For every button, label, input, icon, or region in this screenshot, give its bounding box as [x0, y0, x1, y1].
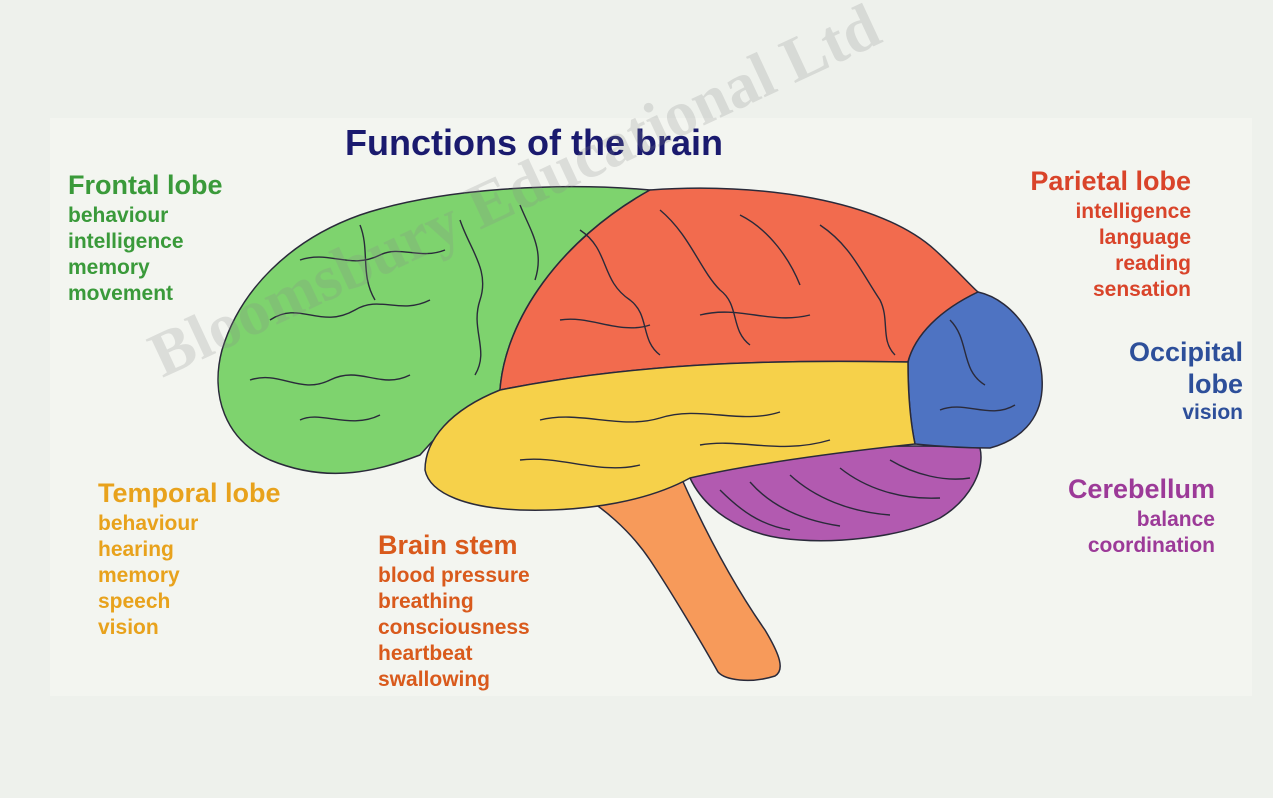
cerebellum-title: Cerebellum	[1068, 476, 1215, 503]
temporal-function: behaviour	[98, 511, 281, 537]
temporal-function: vision	[98, 615, 281, 641]
temporal-lobe-label-group: Temporal lobe behaviour hearing memory s…	[98, 480, 281, 641]
parietal-function: intelligence	[1030, 199, 1191, 225]
temporal-function: speech	[98, 589, 281, 615]
frontal-function: memory	[68, 255, 223, 281]
brainstem-function: consciousness	[378, 615, 530, 641]
brainstem-function: heartbeat	[378, 641, 530, 667]
occipital-title-line: Occipital	[1129, 336, 1243, 368]
parietal-lobe-label-group: Parietal lobe intelligence language read…	[1030, 168, 1191, 303]
frontal-function: behaviour	[68, 203, 223, 229]
occipital-function: vision	[1129, 400, 1243, 426]
temporal-lobe-title: Temporal lobe	[98, 480, 281, 507]
occipital-lobe-label-group: Occipital lobe vision	[1129, 336, 1243, 426]
temporal-function: memory	[98, 563, 281, 589]
cerebellum-function: coordination	[1068, 533, 1215, 559]
occipital-lobe-functions: vision	[1129, 400, 1243, 426]
parietal-function: language	[1030, 225, 1191, 251]
parietal-function: sensation	[1030, 277, 1191, 303]
brainstem-functions: blood pressure breathing consciousness h…	[378, 563, 530, 693]
frontal-lobe-title: Frontal lobe	[68, 172, 223, 199]
parietal-lobe-title: Parietal lobe	[1030, 168, 1191, 195]
occipital-lobe-title: Occipital lobe	[1129, 336, 1243, 400]
cerebellum-label-group: Cerebellum balance coordination	[1068, 476, 1215, 559]
brainstem-function: swallowing	[378, 667, 530, 693]
brainstem-title: Brain stem	[378, 532, 530, 559]
temporal-function: hearing	[98, 537, 281, 563]
parietal-lobe-functions: intelligence language reading sensation	[1030, 199, 1191, 303]
occipital-title-line: lobe	[1129, 368, 1243, 400]
cerebellum-function: balance	[1068, 507, 1215, 533]
frontal-function: intelligence	[68, 229, 223, 255]
brainstem-function: blood pressure	[378, 563, 530, 589]
brainstem-function: breathing	[378, 589, 530, 615]
brainstem-label-group: Brain stem blood pressure breathing cons…	[378, 532, 530, 693]
frontal-lobe-functions: behaviour intelligence memory movement	[68, 203, 223, 307]
temporal-lobe-functions: behaviour hearing memory speech vision	[98, 511, 281, 641]
cerebellum-functions: balance coordination	[1068, 507, 1215, 559]
parietal-function: reading	[1030, 251, 1191, 277]
frontal-lobe-label-group: Frontal lobe behaviour intelligence memo…	[68, 172, 223, 307]
